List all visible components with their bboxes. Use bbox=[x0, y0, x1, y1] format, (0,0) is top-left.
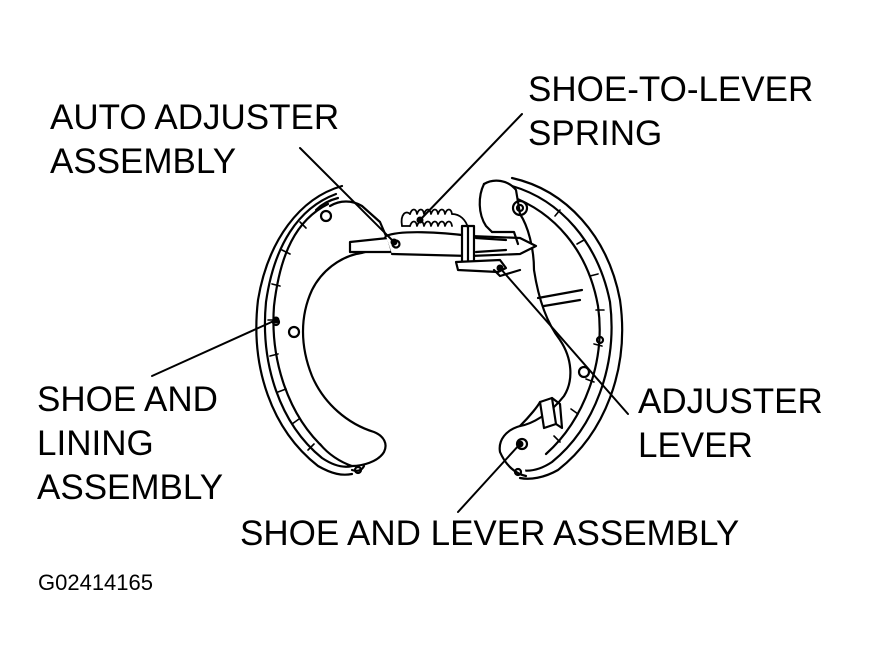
label-auto-adjuster-line1: AUTO ADJUSTER bbox=[50, 98, 340, 137]
leader-dot-auto-adjuster bbox=[390, 238, 398, 246]
leader-auto-adjuster bbox=[299, 147, 395, 243]
leader-shoe-and-lining bbox=[151, 319, 277, 377]
label-shoe-to-lever-spring-line1: SHOE-TO-LEVER bbox=[528, 70, 814, 109]
leader-adjuster-lever bbox=[499, 267, 629, 415]
label-shoe-to-lever-spring-line2: SPRING bbox=[528, 114, 663, 153]
auto-adjuster-strut bbox=[348, 224, 538, 264]
leader-dot-shoe-and-lever bbox=[516, 440, 524, 448]
figure-code: G02414165 bbox=[38, 570, 153, 595]
leader-shoe-and-lever bbox=[457, 443, 521, 513]
label-adjuster-lever-line1: ADJUSTER bbox=[638, 382, 823, 421]
right-shoe-and-lever bbox=[478, 176, 624, 480]
leader-lines bbox=[151, 113, 629, 513]
label-shoe-and-lever-assembly: SHOE AND LEVER ASSEMBLY bbox=[240, 514, 740, 553]
label-shoe-and-lining-line1: SHOE AND bbox=[37, 380, 218, 419]
label-shoe-and-lining-line3: ASSEMBLY bbox=[37, 468, 224, 507]
label-auto-adjuster-line2: ASSEMBLY bbox=[50, 142, 237, 181]
left-shoe-and-lining bbox=[255, 184, 388, 476]
leader-dot-lining bbox=[272, 316, 280, 324]
shoe-to-lever-spring bbox=[400, 208, 469, 229]
leader-shoe-to-lever-spring bbox=[419, 113, 523, 221]
leader-dot-adjuster-lever bbox=[496, 264, 504, 272]
leader-dot-spring bbox=[416, 216, 424, 224]
label-adjuster-lever-line2: LEVER bbox=[638, 426, 753, 465]
label-shoe-and-lining-line2: LINING bbox=[37, 424, 154, 463]
